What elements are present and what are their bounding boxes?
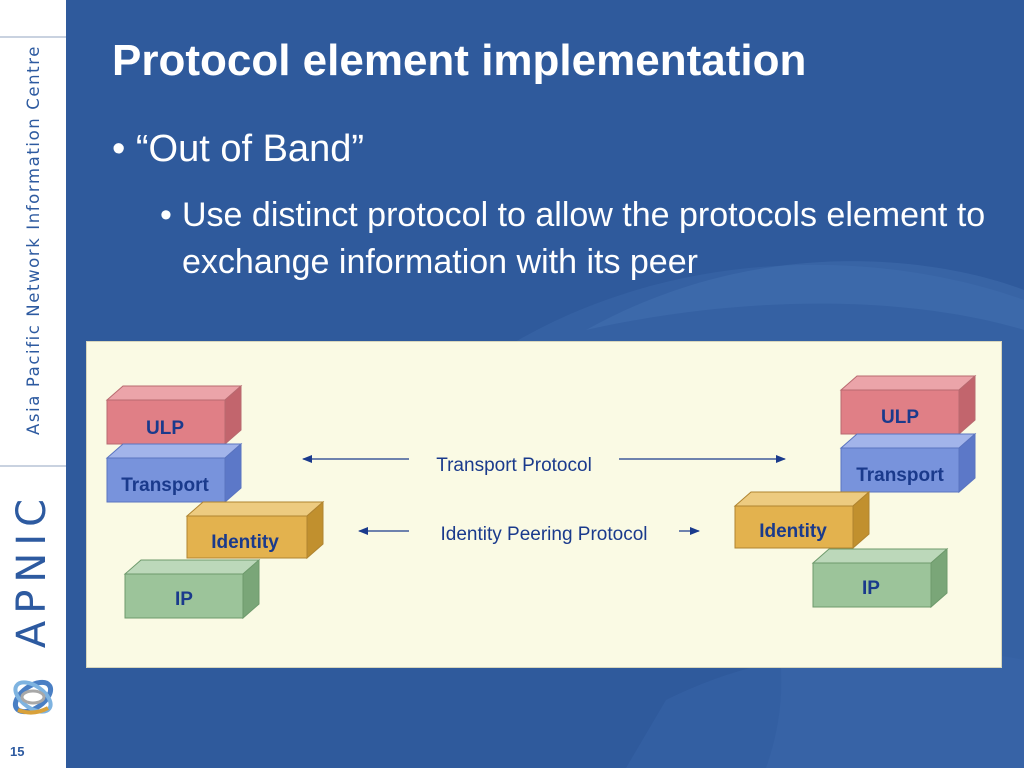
diagram-panel: ULP Transport Identity IP ULP [86,341,1002,668]
brand-logotype: APNIC [9,491,55,649]
identity-protocol-label: Identity Peering Protocol [440,524,647,545]
right-ulp-label: ULP [881,407,919,428]
left-ip-block: IP [123,558,261,620]
sub-bullet-text: Use distinct protocol to allow the proto… [182,196,986,281]
right-identity-label: Identity [759,521,827,542]
protocol-diagram: ULP Transport Identity IP ULP [105,374,977,620]
right-ip-block: IP [811,547,949,609]
left-ulp-label: ULP [146,418,184,439]
left-identity-block: Identity [185,500,325,560]
right-transport-block: Transport [839,432,977,494]
transport-protocol-label: Transport Protocol [436,455,592,476]
right-ulp-block: ULP [839,374,977,436]
bullet-out-of-band: • “Out of Band” [112,128,364,170]
right-transport-label: Transport [856,465,944,486]
right-ip-label: IP [862,578,880,599]
bullet-text: “Out of Band” [135,128,364,170]
sidebar: Asia Pacific Network Information Centre … [0,0,66,768]
sidebar-divider [0,36,66,38]
sub-bullet: • Use distinct protocol to allow the pro… [160,192,1000,286]
sidebar-divider [0,465,66,467]
slide-title: Protocol element implementation [112,36,807,85]
right-identity-block: Identity [733,490,871,550]
apnic-logo-icon [12,679,54,715]
left-identity-label: Identity [211,532,279,553]
organization-tagline: Asia Pacific Network Information Centre [24,45,43,435]
left-transport-block: Transport [105,442,243,504]
left-transport-label: Transport [121,475,209,496]
bullet-dot: • [160,196,172,234]
left-ulp-block: ULP [105,384,243,446]
page-number: 15 [10,744,25,759]
left-ip-label: IP [175,589,193,610]
